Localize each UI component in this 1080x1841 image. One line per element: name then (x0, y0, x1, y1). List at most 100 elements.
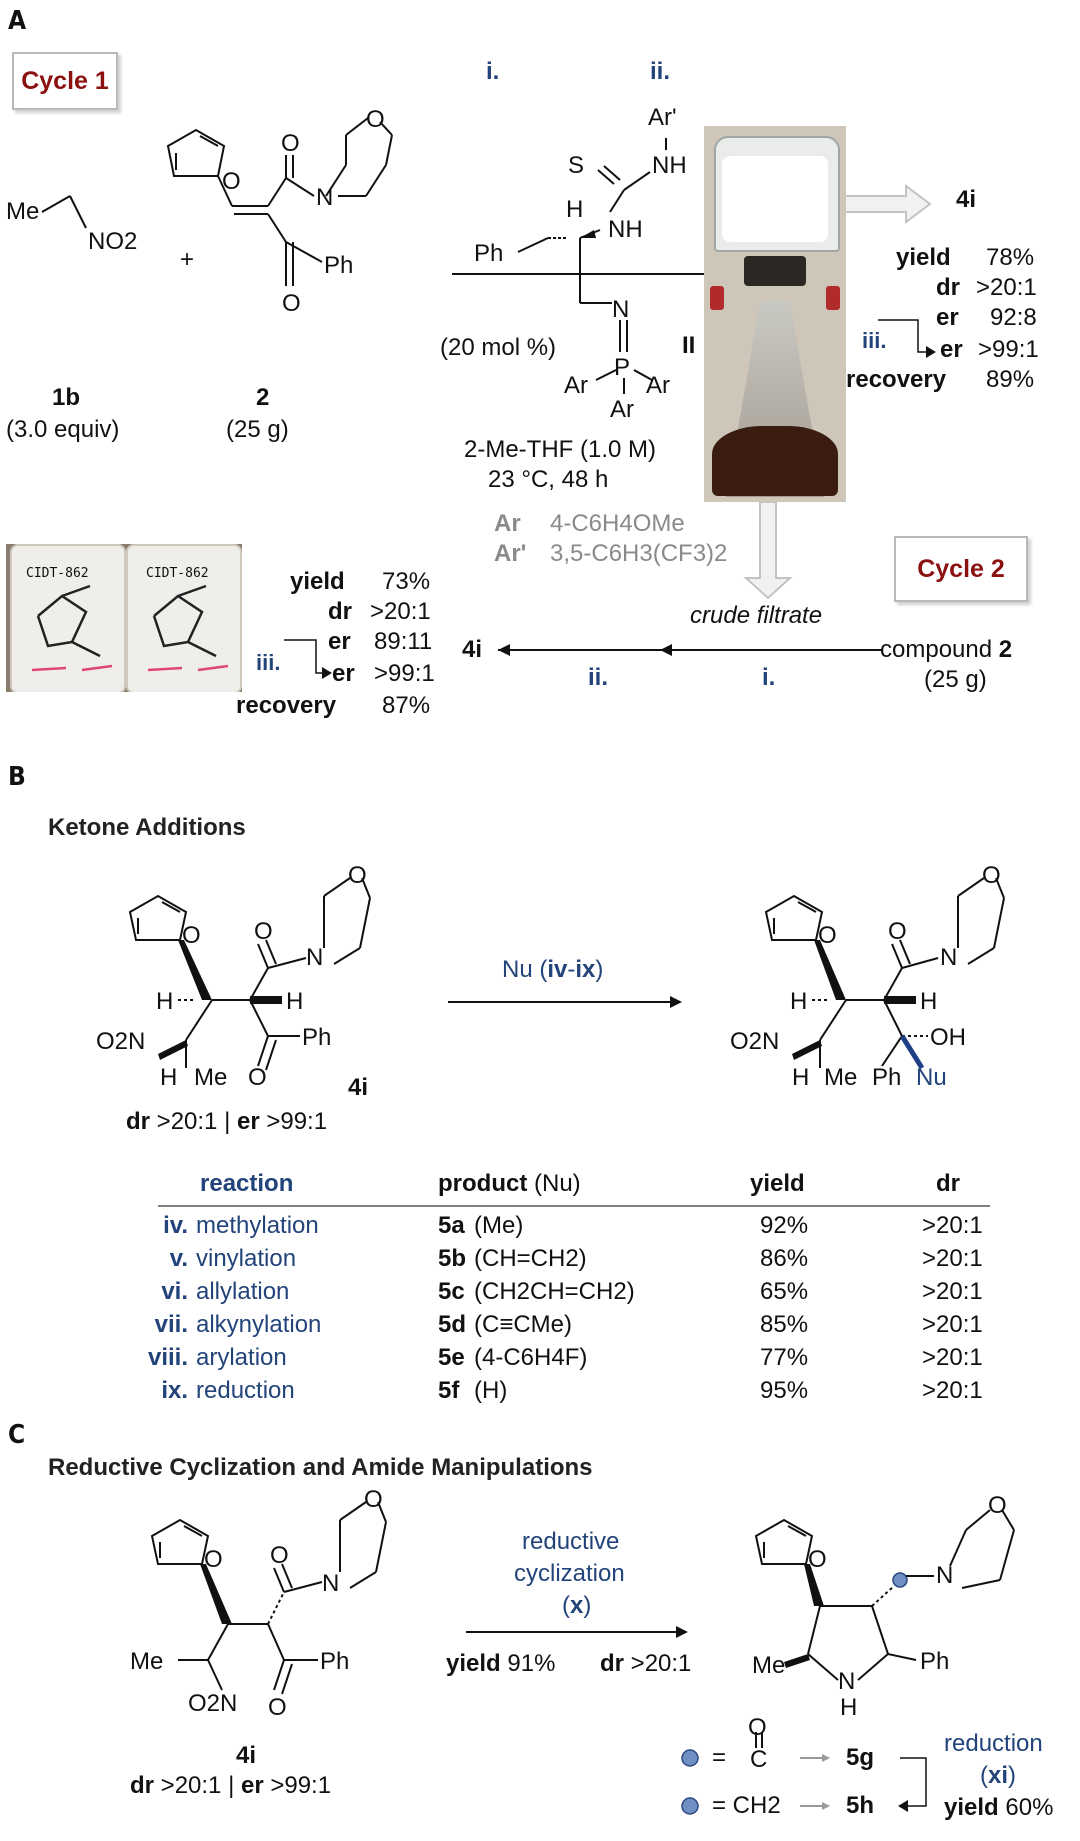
compound-2-number: 2 (998, 636, 1013, 663)
row-nu: (4-C6H4F) (474, 1344, 588, 1371)
c-sep: | (228, 1772, 235, 1799)
row-num: vi. (161, 1278, 188, 1305)
b-arrow-iv: iv (547, 956, 568, 983)
reduction-label: reduction (944, 1730, 1043, 1757)
funnel-photo (704, 126, 846, 502)
reduction-paren-open: ( (980, 1762, 988, 1789)
row-num: v. (169, 1245, 188, 1272)
b-start-o2: O (248, 1064, 267, 1091)
jar-right-drawing (147, 584, 229, 672)
c-start-o2n: O2N (188, 1690, 238, 1717)
c2-er2-value: >99:1 (374, 660, 435, 687)
b-start-n: N (306, 944, 324, 971)
row-yield: 85% (760, 1311, 809, 1338)
c-arrow-x: x (570, 1592, 584, 1619)
row-product-id: 5e (438, 1344, 465, 1371)
b-start-h1: H (156, 988, 174, 1015)
clamp-left (710, 286, 724, 310)
row-product-id: 5b (438, 1245, 467, 1272)
c1-er2-value: >99:1 (978, 336, 1039, 363)
c-start-o: O (270, 1542, 289, 1569)
c2-step-iii: iii. (256, 650, 281, 675)
reduction-yield-label: yield (944, 1794, 999, 1821)
table-header: reaction product (Nu) yield dr (0, 1170, 1080, 1203)
row-dr: >20:1 (922, 1311, 983, 1338)
c-prod-n: N (936, 1562, 954, 1589)
c-prod-h: H (840, 1694, 858, 1721)
compound-2-mass: (25 g) (924, 666, 987, 693)
c-start-dr-er: dr >20:1 | er >99:1 (130, 1772, 331, 1800)
compound-word: compound (880, 636, 993, 663)
arp-def-label: Ar' (494, 540, 527, 567)
c-start-o-furan: O (204, 1546, 223, 1573)
nitroethane-me: Me (6, 198, 40, 225)
c-arrow-line1: reductive (522, 1528, 620, 1555)
compound-2-id: 2 (256, 384, 270, 411)
row-reaction: vinylation (196, 1245, 297, 1272)
flask-filtrate (712, 426, 838, 496)
c2-recovery-label: recovery (236, 692, 337, 719)
c-arrow-paren-close: ) (583, 1592, 592, 1619)
b-prod-me: Me (824, 1064, 858, 1091)
c1-er2-label: er (940, 336, 963, 363)
funnel-stopper (744, 256, 806, 286)
b-start-dr-er: dr >20:1 | er >99:1 (126, 1108, 327, 1136)
row-nu: (Me) (474, 1212, 524, 1239)
cat-nh1: NH (652, 152, 687, 179)
b-start-ph: Ph (302, 1024, 332, 1051)
row-num: vii. (154, 1311, 188, 1338)
panel-label-c: C (8, 1420, 26, 1450)
b-start-o2n: O2N (96, 1028, 146, 1055)
row-num: iv. (163, 1212, 188, 1239)
reduction-num: (xi) (980, 1762, 1016, 1790)
c2-dr-label: dr (328, 598, 352, 625)
reduction-yield-value: 60% (1005, 1794, 1054, 1821)
c2-dr-value: >20:1 (370, 598, 431, 625)
th-product: product (Nu) (438, 1170, 581, 1198)
b-prod-o2n: O2N (730, 1028, 780, 1055)
reduction-xi: xi (988, 1762, 1009, 1789)
jar-left: CIDT-862 (10, 544, 126, 692)
b-sep: | (224, 1108, 231, 1135)
cycle2-box: Cycle 2 (894, 536, 1028, 602)
th-product-suffix: (Nu) (534, 1170, 581, 1197)
cycle1-label: Cycle 1 (21, 67, 109, 95)
jar-right-label: CIDT-862 (146, 566, 209, 581)
benzoyl-ph: Ph (324, 252, 354, 279)
c-prod-o-furan: O (808, 1546, 827, 1573)
c-start-id: 4i (236, 1742, 257, 1769)
c-start-me: Me (130, 1648, 164, 1675)
conditions-temp: 23 °C, 48 h (488, 466, 609, 493)
b-prod-nu: Nu (916, 1064, 947, 1091)
c1-er1-label: er (936, 304, 959, 331)
ar-def-label: Ar (494, 510, 521, 537)
compound-2-label: compound 2 (880, 636, 1012, 664)
c2-recovery-value: 87% (382, 692, 431, 719)
c-prod-me: Me (752, 1652, 786, 1679)
b-dr-value: >20:1 (156, 1108, 218, 1135)
reduction-yield: yield 60% (944, 1794, 1053, 1822)
row-product-id: 5c (438, 1278, 465, 1305)
c1-step-iii: iii. (862, 328, 887, 353)
th-product-label: product (438, 1170, 528, 1197)
c-arrow-line2: cyclization (514, 1560, 625, 1587)
amide-o: O (281, 130, 300, 157)
b-start-id: 4i (348, 1074, 369, 1101)
row-reaction: alkynylation (196, 1311, 322, 1338)
th-yield: yield (750, 1170, 805, 1197)
row-num: ix. (161, 1377, 188, 1404)
nitroethane-no2: NO2 (88, 228, 138, 255)
row-dr: >20:1 (922, 1245, 983, 1272)
jars-photo: CIDT-862 CIDT-862 (6, 544, 242, 692)
th-dr: dr (936, 1170, 960, 1197)
crude-filtrate-label: crude filtrate (690, 602, 823, 629)
b-er-label: er (236, 1108, 260, 1135)
b-arrow-prefix: Nu ( (502, 956, 548, 983)
b-prod-ph: Ph (872, 1064, 902, 1091)
c-prod-o-ring: O (988, 1492, 1007, 1519)
clamp-right (826, 286, 840, 310)
legend-o-top: O (748, 1714, 767, 1741)
cat-ar1: Ar (564, 372, 588, 399)
